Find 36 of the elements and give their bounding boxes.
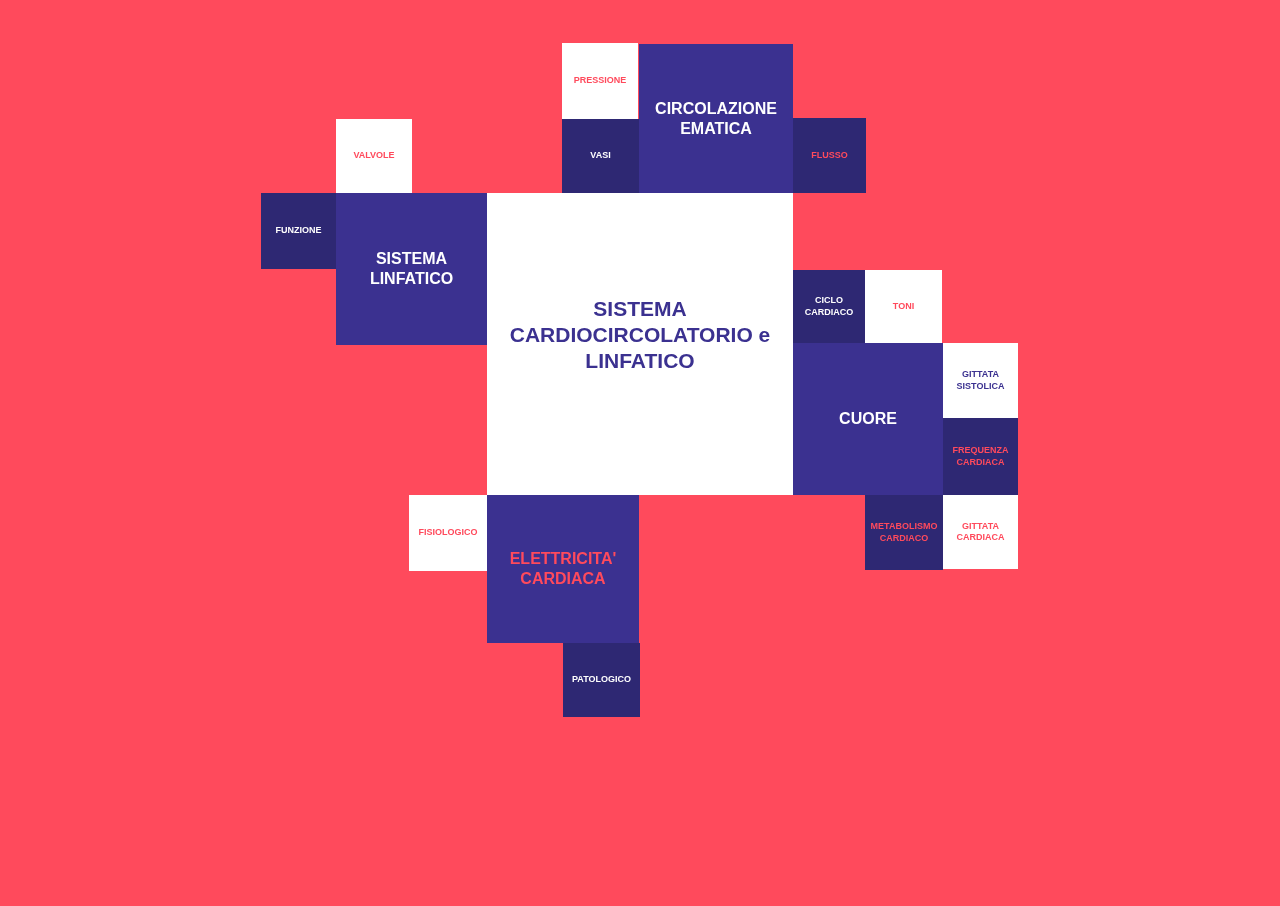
- topic-tile: [562, 43, 638, 119]
- topic-tile: [943, 495, 1018, 569]
- topic-heading: ELETTRICITA' CARDIACA: [508, 549, 618, 589]
- topic-label: VALVOLE: [353, 150, 395, 162]
- topic-label: METABOLISMO CARDIACO: [869, 521, 939, 544]
- topic-label: FLUSSO: [811, 149, 848, 162]
- topic-label: CICLO CARDIACO: [803, 295, 855, 318]
- topic-label: FISIOLOGICO: [418, 527, 478, 539]
- subtopic-tile: [487, 495, 639, 643]
- topic-label: VASI: [590, 150, 611, 162]
- topic-heading: SISTEMA LINFATICO: [368, 249, 455, 289]
- topic-tile: [793, 270, 865, 343]
- topic-label: GITTATA CARDIACA: [955, 520, 1006, 544]
- topic-tile: [562, 119, 639, 193]
- topic-tile: [793, 118, 866, 193]
- topic-label: GITTATA SISTOLICA: [955, 369, 1006, 392]
- topic-tile: [563, 643, 640, 717]
- topic-heading: CIRCOLAZIONE EMATICA: [654, 98, 778, 139]
- subtopic-tile: [336, 193, 487, 345]
- topic-tile: [943, 418, 1018, 495]
- topic-tile: [261, 193, 336, 269]
- topic-tile: [865, 495, 943, 570]
- subtopic-tile: [639, 44, 793, 193]
- topic-tile: [865, 270, 942, 343]
- topic-label: PRESSIONE: [573, 75, 627, 87]
- topic-tile: [336, 119, 412, 193]
- topic-tile: [943, 343, 1018, 418]
- topic-label: FUNZIONE: [275, 225, 322, 237]
- topic-label: TONI: [892, 300, 915, 313]
- topic-heading: CUORE: [839, 409, 897, 429]
- topic-heading: SISTEMA CARDIOCIRCOLATORIO e LINFATICO: [508, 295, 772, 375]
- main-topic-tile: [487, 193, 793, 495]
- subtopic-tile: [793, 343, 943, 495]
- topic-label: FREQUENZA CARDIACA: [951, 445, 1010, 468]
- topic-label: PATOLOGICO: [572, 674, 631, 686]
- topic-tile: [409, 495, 487, 571]
